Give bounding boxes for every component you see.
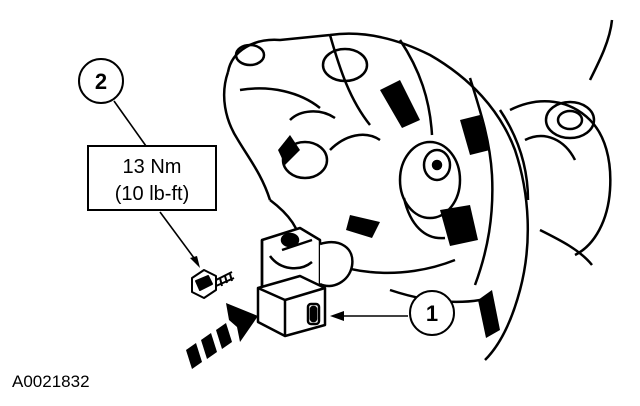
callout-1-circle: [409, 290, 455, 336]
sensor-bolt: [191, 269, 235, 299]
housing-right-side: [509, 19, 614, 266]
torque-metric: 13 Nm: [123, 156, 182, 178]
torque-spec-frame: [87, 145, 217, 211]
callout-1: 1: [330, 290, 455, 336]
callout-2: 2: [78, 58, 147, 147]
torque-imperial: (10 lb-ft): [115, 183, 189, 205]
callout-1-number: 1: [426, 301, 438, 326]
camshaft-position-sensor: [256, 226, 354, 338]
housing-bolt-bosses: [234, 43, 381, 180]
sensor-mount-boss: [398, 140, 462, 240]
callout-2-number: 2: [95, 69, 107, 94]
callout-2-circle: [78, 58, 124, 104]
engine-housing: [222, 32, 530, 361]
callout-2-leader: [113, 100, 147, 147]
install-direction-arrow: [186, 303, 258, 369]
housing-shading: [278, 80, 500, 338]
figure-id: A0021832: [12, 372, 90, 391]
bolt-leader-line: [159, 211, 200, 268]
torque-spec-box: 13 Nm (10 lb-ft): [87, 145, 217, 211]
